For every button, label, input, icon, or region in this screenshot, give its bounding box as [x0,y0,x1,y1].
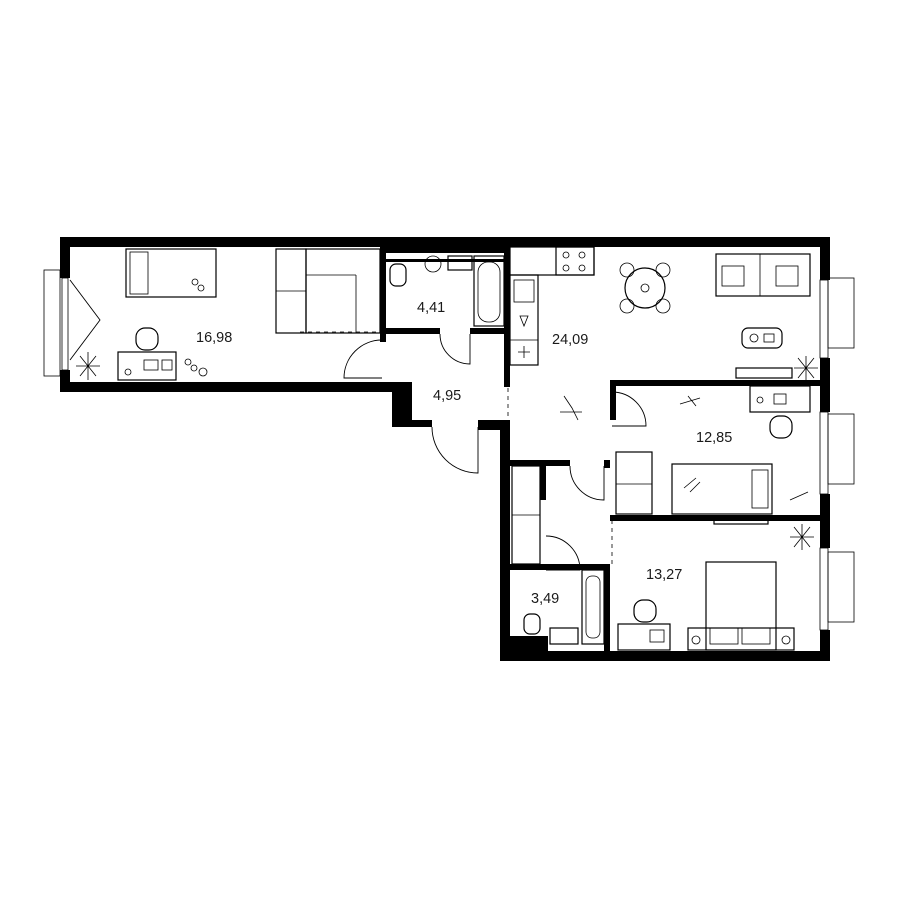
lower-bedroom-furniture [617,524,814,651]
area-label-bathroom-top: 4,41 [417,300,445,316]
bathroom-top-fixtures [389,255,505,327]
area-label-hall: 4,95 [433,388,461,404]
area-label-kitchen-living: 24,09 [552,332,588,348]
area-labels: 16,98 4,41 24,09 4,95 12,85 3,49 13,27 [196,300,732,607]
middle-bedroom-furniture [615,385,811,525]
left-room-furniture [76,248,381,381]
windows [43,269,855,631]
area-label-room-left: 16,98 [196,330,232,346]
open-boundaries [300,331,613,564]
doors [69,279,647,571]
kitchen-fixtures [509,246,818,421]
area-label-bedroom-bottom: 13,27 [646,567,682,583]
area-label-bedroom-middle: 12,85 [696,430,732,446]
bathroom-bottom-fixtures [511,465,605,645]
area-label-bathroom-bottom: 3,49 [531,591,559,607]
